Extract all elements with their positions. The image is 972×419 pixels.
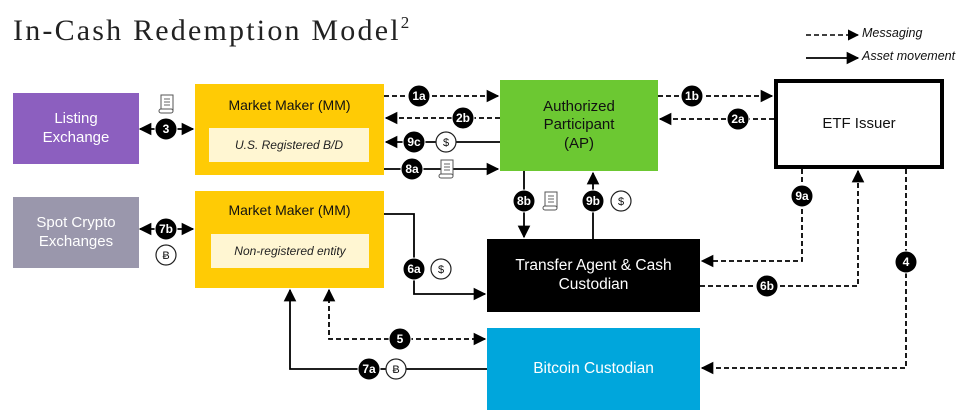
step-badge-9a: 9a xyxy=(790,184,814,208)
bitcoin-custodian-box: Bitcoin Custodian xyxy=(487,328,700,410)
step-badge-circle xyxy=(154,117,178,141)
spot-crypto-exchanges-label: Spot Crypto Exchanges xyxy=(36,214,116,250)
arrow-7a xyxy=(283,288,487,370)
step-badge-label: 9c xyxy=(407,135,421,149)
step-badge-circle xyxy=(790,184,814,208)
step-badge-8b: 8b xyxy=(512,189,536,213)
step-badge-label: 6b xyxy=(760,279,774,293)
step-badge-circle xyxy=(400,157,424,181)
arrow-6a xyxy=(384,213,487,301)
market-maker-nonregistered-title: Market Maker (MM) xyxy=(228,202,351,218)
step-badge-circle xyxy=(680,84,704,108)
share-certificate-icon xyxy=(158,94,174,114)
step-badge-5: 5 xyxy=(388,327,412,351)
step-badge-circle xyxy=(451,106,475,130)
arrow-5 xyxy=(322,288,487,346)
etf-issuer-box: ETF Issuer xyxy=(774,79,944,169)
step-badge-circle xyxy=(402,257,426,281)
authorized-participant-label: Authorized Participant (AP) xyxy=(543,98,615,152)
step-badge-7a: 7a xyxy=(357,357,381,381)
svg-text:$: $ xyxy=(438,264,444,276)
arrow-4 xyxy=(700,169,907,375)
legend-asset-movement-label: Asset movement xyxy=(862,49,956,63)
step-badge-8a: 8a xyxy=(400,157,424,181)
step-badge-circle xyxy=(755,274,779,298)
step-badge-3: 3 xyxy=(154,117,178,141)
step-badge-7b: 7b xyxy=(154,217,178,241)
title-footnote: 2 xyxy=(400,13,410,32)
market-maker-registered-title: Market Maker (MM) xyxy=(228,97,351,113)
step-badge-1b: 1b xyxy=(680,84,704,108)
bitcoin-custodian-label: Bitcoin Custodian xyxy=(533,359,654,377)
market-maker-registered-subtitle: U.S. Registered B/D xyxy=(209,128,369,162)
step-badge-6a: 6a xyxy=(402,257,426,281)
step-badge-label: 5 xyxy=(397,332,404,346)
share-certificate-icon xyxy=(438,159,454,179)
step-badge-label: 7a xyxy=(362,362,376,376)
step-badge-2a: 2a xyxy=(726,107,750,131)
svg-text:$: $ xyxy=(443,137,449,149)
step-badge-label: 1a xyxy=(412,89,426,103)
page-title: In-Cash Redemption Model2 xyxy=(13,14,409,48)
transfer-agent-label: Transfer Agent & Cash Custodian xyxy=(515,256,672,293)
legend-messaging-label: Messaging xyxy=(862,26,923,40)
listing-exchange-label: Listing Exchange xyxy=(42,110,110,146)
step-badge-1a: 1a xyxy=(407,84,431,108)
dollar-coin-icon: $ xyxy=(435,131,457,153)
step-badge-label: 9b xyxy=(586,194,600,208)
dollar-coin-icon: $ xyxy=(610,190,632,212)
etf-issuer-label: ETF Issuer xyxy=(822,114,896,132)
step-badge-6b: 6b xyxy=(755,274,779,298)
step-badge-circle xyxy=(388,327,412,351)
arrow-6b xyxy=(700,169,865,287)
step-badge-label: 7b xyxy=(159,222,173,236)
step-badge-label: 2a xyxy=(731,112,745,126)
transfer-agent-box: Transfer Agent & Cash Custodian xyxy=(487,239,700,312)
share-certificate-icon xyxy=(542,191,558,211)
step-badge-circle xyxy=(581,189,605,213)
step-badge-label: 8b xyxy=(517,194,531,208)
step-badge-circle xyxy=(154,217,178,241)
arrow-9a xyxy=(700,169,803,268)
step-badge-label: 3 xyxy=(163,122,170,136)
svg-text:Ƀ: Ƀ xyxy=(162,250,169,262)
step-badge-circle xyxy=(726,107,750,131)
step-badge-circle xyxy=(402,130,426,154)
step-badge-label: 4 xyxy=(903,255,910,269)
step-badge-circle xyxy=(894,250,918,274)
dollar-coin-icon: $ xyxy=(430,258,452,280)
svg-text:$: $ xyxy=(618,196,624,208)
svg-text:Ƀ: Ƀ xyxy=(392,364,399,376)
authorized-participant-box: Authorized Participant (AP) xyxy=(500,80,658,171)
step-badge-label: 2b xyxy=(456,111,470,125)
step-badge-4: 4 xyxy=(894,250,918,274)
market-maker-nonregistered-subtitle: Non-registered entity xyxy=(211,234,369,268)
bitcoin-coin-icon: Ƀ xyxy=(155,244,177,266)
step-badge-9b: 9b xyxy=(581,189,605,213)
step-badge-label: 6a xyxy=(407,262,421,276)
step-badge-label: 8a xyxy=(405,162,419,176)
spot-crypto-exchanges-box: Spot Crypto Exchanges xyxy=(13,197,139,268)
bitcoin-coin-icon: Ƀ xyxy=(385,358,407,380)
step-badge-label: 9a xyxy=(795,189,809,203)
market-maker-registered-box: Market Maker (MM) U.S. Registered B/D xyxy=(195,84,384,175)
step-badge-9c: 9c xyxy=(402,130,426,154)
step-badge-2b: 2b xyxy=(451,106,475,130)
market-maker-nonregistered-box: Market Maker (MM) Non-registered entity xyxy=(195,191,384,288)
step-badge-circle xyxy=(407,84,431,108)
listing-exchange-box: Listing Exchange xyxy=(13,93,139,164)
step-badge-circle xyxy=(357,357,381,381)
step-badge-label: 1b xyxy=(685,89,699,103)
title-text: In-Cash Redemption Model xyxy=(13,14,401,47)
step-badge-circle xyxy=(512,189,536,213)
